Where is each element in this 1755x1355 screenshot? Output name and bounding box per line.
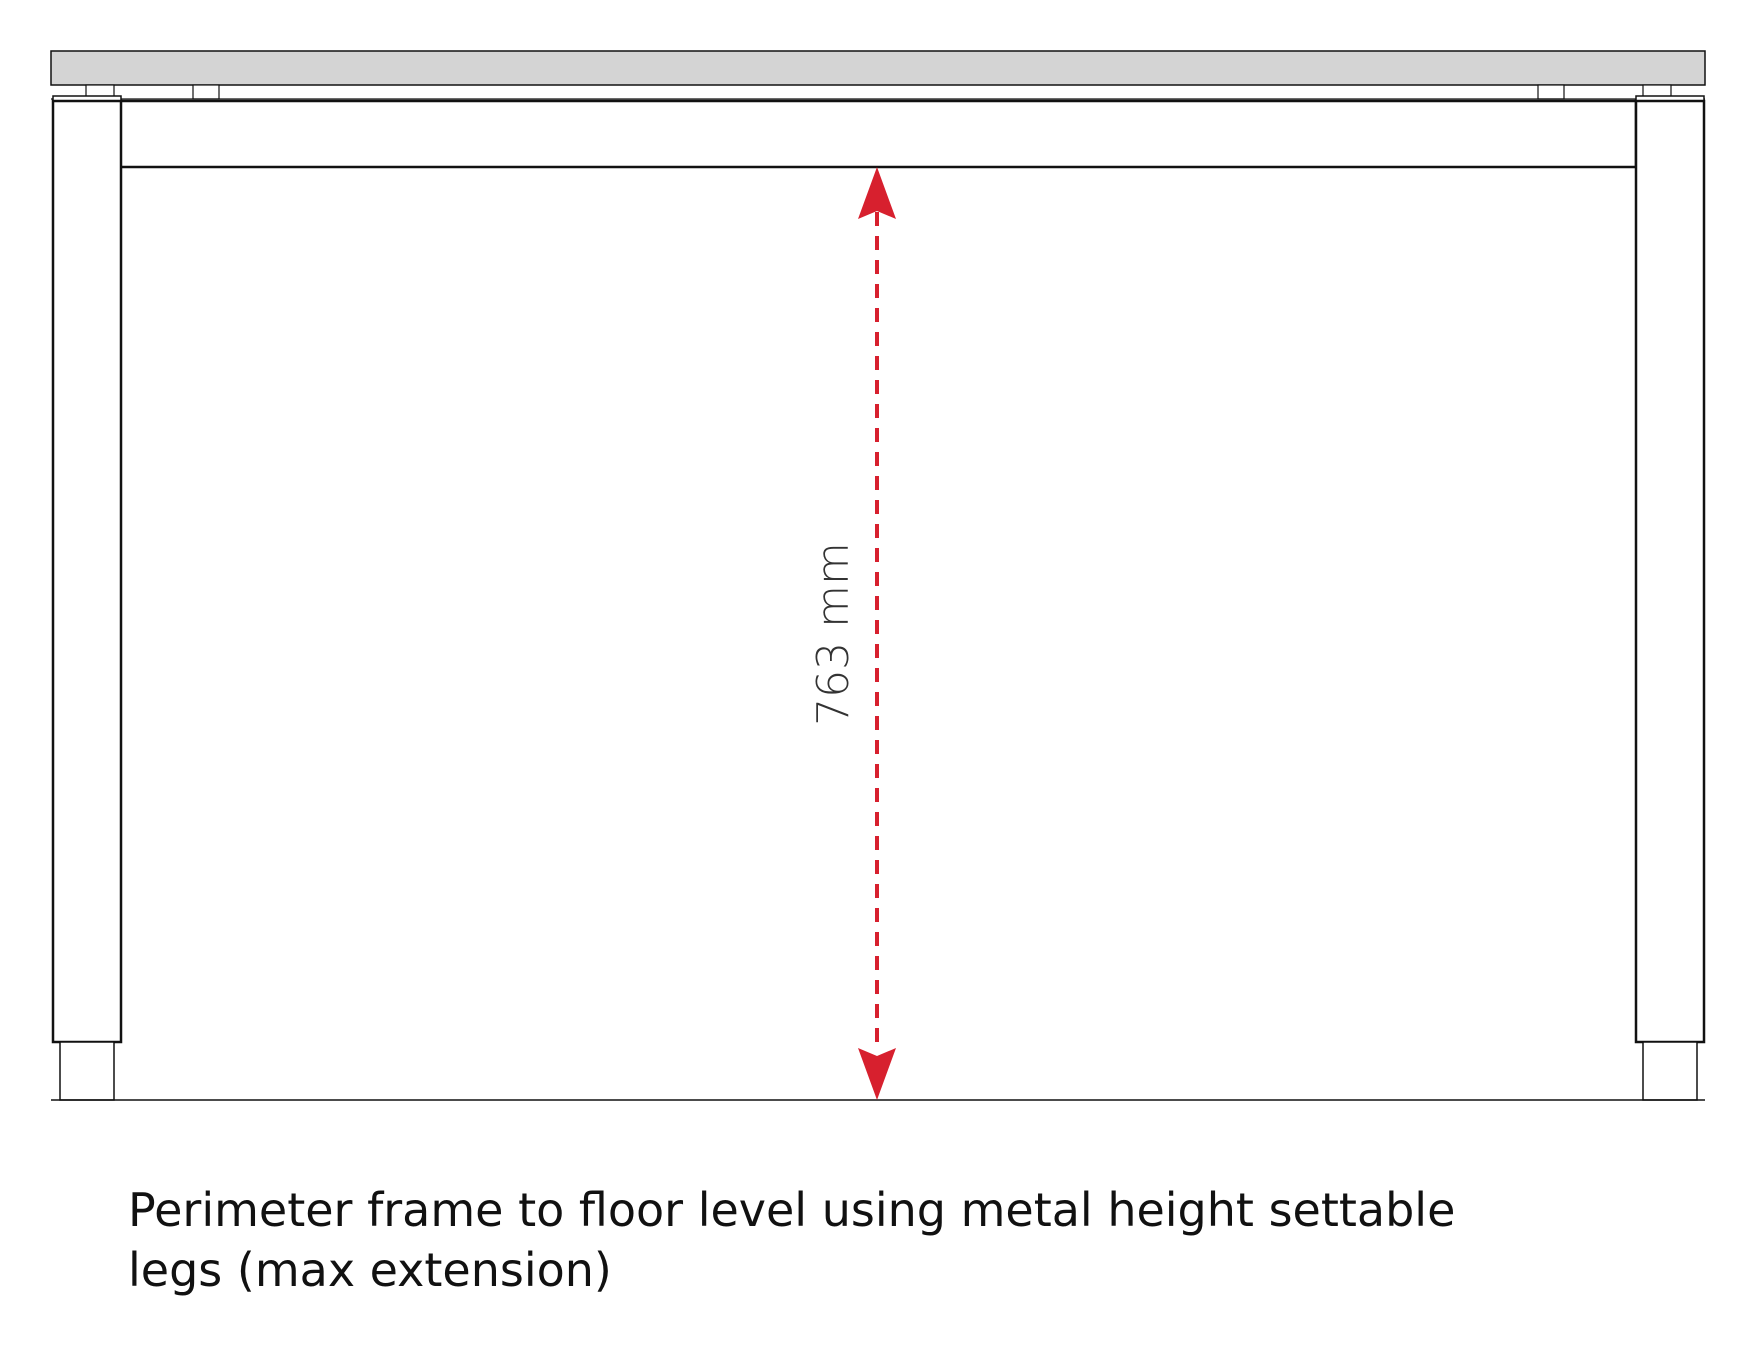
right-leg xyxy=(1634,95,1706,1101)
perimeter-frame-rail xyxy=(118,99,1638,169)
right-leg-foot-extension xyxy=(1642,1041,1698,1101)
right-leg-column xyxy=(1634,99,1706,1044)
mounting-brackets xyxy=(85,84,1672,100)
diagram-caption: Perimeter frame to floor level using met… xyxy=(128,1180,1528,1300)
arrowhead-down xyxy=(858,1048,896,1100)
arrowhead-up xyxy=(858,167,896,219)
caption-line-1: Perimeter frame to floor level using met… xyxy=(128,1183,1456,1237)
tabletop xyxy=(50,50,1706,86)
bracket-left-inner xyxy=(192,84,220,100)
left-leg-foot-extension xyxy=(59,1041,115,1101)
bracket-right-inner xyxy=(1537,84,1565,100)
left-leg xyxy=(51,95,123,1101)
height-dimension-arrow xyxy=(858,167,896,1100)
caption-line-2: legs (max extension) xyxy=(128,1243,612,1297)
dimension-label: 763 mm xyxy=(808,542,859,726)
left-leg-column xyxy=(51,99,123,1044)
